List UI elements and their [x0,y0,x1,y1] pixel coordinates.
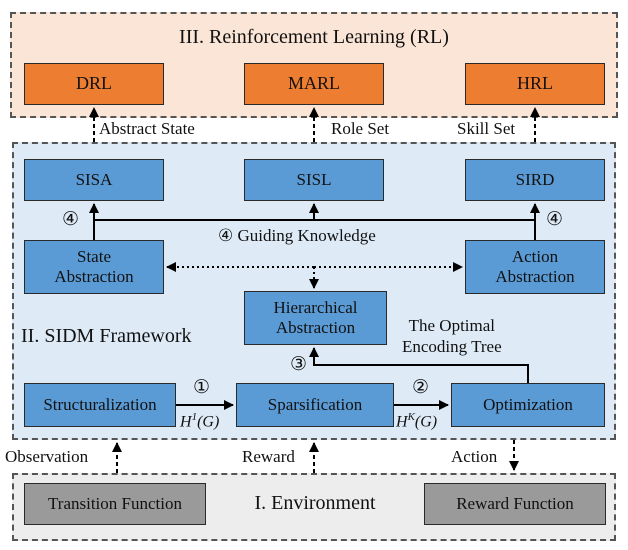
structuralization-box: Structuralization [24,383,176,427]
label-hk: HK(G) [396,411,437,431]
sisa-box: SISA [24,159,164,201]
state-abstraction-line1: State [77,246,111,266]
action-abstraction-line2: Abstraction [495,267,575,286]
action-abstraction-line1: Action [511,246,559,266]
hierarchical-abstraction-box: Hierarchical Abstraction [244,291,387,345]
label-guiding-knowledge: ④ Guiding Knowledge [218,226,376,245]
hrl-box: HRL [465,63,605,105]
h1-base: H [180,413,192,431]
hierarchical-abstraction-line1: Hierarchical [273,297,358,317]
hk-base: H [396,413,408,431]
sidm-title: II. SIDM Framework [21,325,192,347]
marker-4-left: ④ [62,209,80,230]
transition-function-box: Transition Function [24,483,206,525]
sird-box: SIRD [465,159,605,201]
label-abstract-state: Abstract State [99,119,195,138]
label-optimal-tree: The Optimal Encoding Tree [402,315,502,357]
label-reward: Reward [242,447,295,466]
marl-box: MARL [244,63,384,105]
sparsification-box: Sparsification [236,383,394,427]
marker-3: ③ [290,354,308,375]
marker-4-right: ④ [546,209,564,230]
optimal-tree-line1: The Optimal [408,316,496,335]
marker-2: ② [412,377,430,398]
rl-title: III. Reinforcement Learning (RL) [179,26,449,48]
label-skill-set: Skill Set [457,119,516,138]
hierarchical-abstraction-line2: Abstraction [275,318,356,337]
label-role-set: Role Set [331,119,390,138]
marker-1: ① [193,377,211,398]
drl-box: DRL [24,63,164,105]
h1-sup: 1 [191,411,198,423]
label-h1: H1(G) [180,411,219,431]
optimal-tree-path [309,347,529,383]
reward-function-box: Reward Function [424,483,606,525]
hk-sup: K [407,411,415,423]
optimization-box: Optimization [451,383,605,427]
state-abstraction-line2: Abstraction [54,267,134,286]
optimal-tree-line2: Encoding Tree [402,337,502,356]
env-title: I. Environment [254,492,376,514]
action-abstraction-box: Action Abstraction [465,240,605,294]
label-action: Action [451,447,498,466]
label-observation: Observation [5,447,89,466]
h1-arg: (G) [197,413,220,431]
sisl-box: SISL [244,159,384,201]
state-abstraction-box: State Abstraction [24,240,164,294]
hk-arg: (G) [414,413,438,431]
